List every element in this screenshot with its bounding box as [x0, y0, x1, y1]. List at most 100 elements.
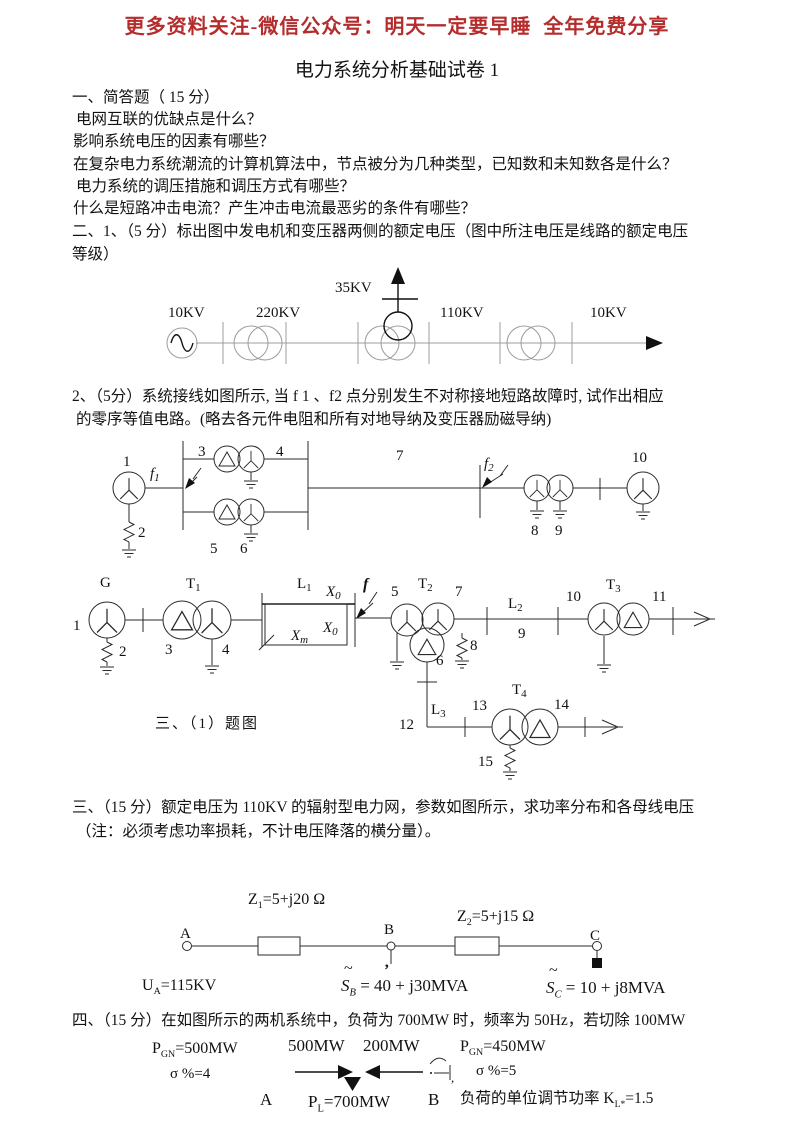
- node15-label: 15: [478, 754, 493, 770]
- bus-ticks: [222, 322, 573, 364]
- q1-line-4: 在复杂电力系统潮流的计算机算法中，节点被分为几种类型，已知数和未知数各是什么？: [73, 156, 678, 173]
- t1-label: T1: [186, 576, 201, 594]
- right-arrow-icon: [646, 336, 663, 350]
- flow-left-label: 500MW: [288, 1036, 345, 1055]
- node14-label: 14: [554, 697, 570, 713]
- flow-left-arrow-icon: [365, 1065, 423, 1079]
- node-b-label: B: [428, 1090, 440, 1109]
- node4-label: 4: [276, 444, 284, 460]
- transformer1-icon: [233, 325, 283, 361]
- node7-label: 7: [455, 584, 463, 600]
- branch-down-line: [417, 662, 437, 727]
- x0-top-label: X0: [325, 584, 341, 602]
- node6-label: 6: [436, 653, 444, 669]
- ua-value: UA=115KV: [142, 977, 217, 998]
- node-a-label: A: [180, 926, 191, 942]
- resistor15-icon: [502, 745, 518, 780]
- sb-tilde-mark: ~: [344, 960, 353, 977]
- impedance-z2-box: [454, 936, 500, 956]
- impedance-z1-box: [257, 936, 301, 956]
- diagram4-radial-network: A B C: [180, 922, 602, 968]
- diagram1-voltage-ladder: 10KV 220KV 35KV 110KV 10KV: [166, 267, 663, 364]
- transformer-t1-icon: [162, 600, 232, 674]
- sc-tilde-mark: ~: [549, 962, 558, 979]
- line7-label: 7: [396, 448, 404, 464]
- node6-label: 6: [240, 541, 248, 557]
- l1-label: L1: [297, 576, 312, 594]
- diagram3-system: G 1 2 T1 3 4 L1 X0 f: [73, 575, 715, 780]
- xm-label: Xm: [290, 628, 308, 646]
- node8-label: 8: [470, 638, 478, 654]
- node-a-terminal: [182, 941, 192, 951]
- generator-icon: [88, 601, 126, 639]
- lightning-f2-icon: [482, 464, 509, 488]
- q4-line: 四、（15 分）在如图所示的两机系统中，负荷为 700MW 时，频率为 50Hz…: [72, 1012, 686, 1029]
- out-arrow-top-icon: [693, 611, 715, 627]
- q1-line-3: 影响系统电压的因素有哪些？: [73, 133, 275, 150]
- node1-label: 1: [73, 618, 81, 634]
- q1-line-2: 电网互联的优缺点是什么？: [76, 111, 263, 128]
- diagram5-two-machine: ,: [295, 1057, 454, 1091]
- pgn-right-value: PGN=450MW: [460, 1038, 546, 1059]
- exam-title: 电力系统分析基础试卷 1: [294, 60, 500, 81]
- gen-label: G: [100, 575, 111, 591]
- node-a-label: A: [260, 1090, 273, 1109]
- q2-line-2: 的零序等值电路。(略去各元件电阻和所有对地导纳及变压器励磁导纳): [76, 411, 552, 428]
- three-winding-transformer-icon: [364, 267, 418, 361]
- node4-label: 4: [222, 642, 230, 658]
- node-b-label: B: [384, 922, 394, 938]
- label-10kv-load: 10KV: [590, 305, 627, 321]
- node-c-terminal: [592, 941, 602, 951]
- flow-right-label: 200MW: [363, 1036, 420, 1055]
- sb-value: SB = 40 + j30MVA: [341, 976, 469, 999]
- transformer-5-6-icon: [213, 498, 265, 542]
- generator-icon: [166, 327, 198, 359]
- lightning-f1-icon: [185, 467, 202, 489]
- node13-label: 13: [472, 698, 487, 714]
- q2-line-1: 2、（5分）系统接线如图所示, 当 f 1 、f2 点分别发生不对称接地短路故障…: [72, 388, 664, 405]
- sc-value: SC = 10 + j8MVA: [546, 978, 666, 1001]
- transformer-8-9-icon: [523, 474, 574, 519]
- lightning-f-icon: [356, 591, 378, 619]
- flow-right-arrow-icon: [295, 1065, 353, 1079]
- t3-label: T3: [606, 577, 621, 595]
- q1-line-1: 一、简答题（ 15 分）: [72, 89, 220, 106]
- node-b-terminal: [386, 941, 396, 951]
- sigma-left-value: σ %=4: [170, 1066, 211, 1082]
- fault-f1-label: f1: [150, 466, 160, 484]
- gen-lead: [125, 608, 163, 632]
- node-c-label: C: [590, 928, 600, 944]
- node5-label: 5: [391, 584, 399, 600]
- node9-label: 9: [518, 626, 526, 642]
- load-down-arrow-icon: [344, 1077, 361, 1091]
- lead-to-gen10: [573, 478, 627, 500]
- t2-label: T2: [418, 576, 433, 594]
- l3-horizontal: [427, 717, 492, 737]
- transformer-t4-icon: [491, 708, 559, 746]
- node2-label: 2: [138, 525, 146, 541]
- t3-out-lead: [649, 607, 708, 635]
- node3-label: 3: [165, 642, 173, 658]
- breaker-icon: ,: [429, 1057, 454, 1085]
- z2-value: Z2=5+j15 Ω: [457, 908, 535, 929]
- q1-line-5: 电力系统的调压措施和调压方式有哪些？: [76, 178, 356, 195]
- load-c-icon: [592, 958, 602, 968]
- node1-label: 1: [123, 454, 131, 470]
- t4-out-lead: [558, 717, 616, 737]
- label-10kv-gen: 10KV: [168, 305, 205, 321]
- resistor2-icon: [121, 504, 137, 558]
- fault-f-label: f: [363, 576, 370, 593]
- label-110kv: 110KV: [440, 305, 484, 321]
- label-220kv: 220KV: [256, 305, 300, 321]
- promo-banner: 更多资料关注-微信公众号：明天一定要早睡 全年免费分享: [124, 16, 670, 38]
- resistor8-icon: [454, 633, 470, 669]
- node3-label: 3: [198, 444, 206, 460]
- q2-intro-line-2: 等级）: [72, 246, 119, 263]
- q3-line-2: （注：必须考虑功率损耗，不计电压降落的横分量）。: [76, 823, 441, 840]
- l2-label: L2: [508, 596, 523, 614]
- pl-value: PL=700MW: [308, 1092, 391, 1115]
- up-arrow-icon: [391, 267, 405, 284]
- sigma-right-value: σ %=5: [476, 1063, 517, 1079]
- generator10-icon: [626, 471, 660, 520]
